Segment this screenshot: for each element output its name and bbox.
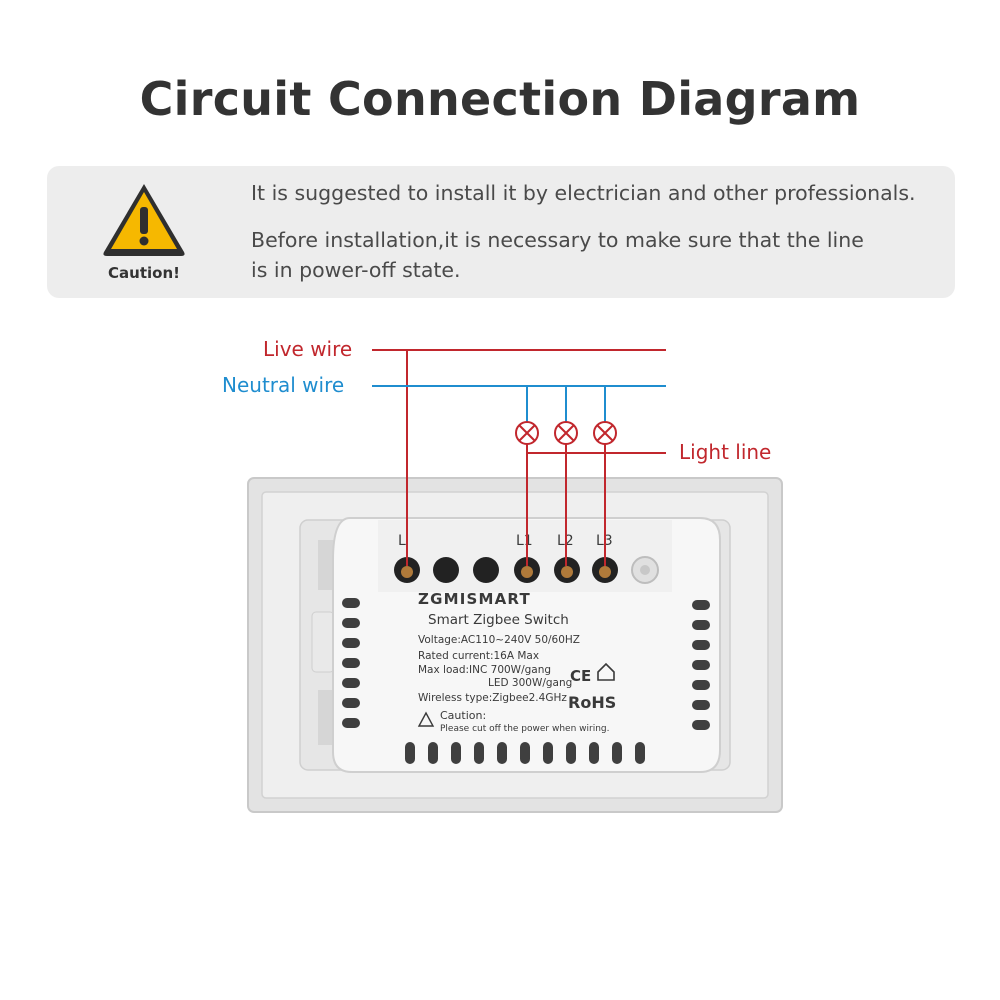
lamp-icon [554, 421, 578, 445]
caution-message-1: It is suggested to install it by electri… [251, 181, 916, 205]
device-caution-text: Please cut off the power when wiring. [440, 724, 610, 734]
live-wire-label: Live wire [263, 337, 353, 361]
device-max-load-2: LED 300W/gang [488, 677, 572, 689]
terminal-label-l: L [398, 533, 406, 549]
small-warning-icon [417, 711, 435, 727]
warning-triangle-icon [103, 184, 185, 256]
caution-message-2: Before installation,it is necessary to m… [251, 228, 864, 282]
caution-panel [47, 166, 955, 298]
terminal-block [394, 556, 659, 584]
light-line [526, 444, 666, 566]
caution-label: Caution! [108, 264, 180, 282]
device-voltage: Voltage:AC110~240V 50/60HZ [418, 634, 580, 646]
vent-slots [342, 598, 710, 764]
rohs-mark: RoHS [568, 693, 616, 712]
lamp-icon [515, 421, 539, 445]
neutral-wire-line [372, 385, 666, 422]
terminal-label-l1: L1 [516, 533, 533, 549]
brand-logo: ZGMISMART [418, 590, 531, 608]
device-current: Rated current:16A Max [418, 650, 539, 662]
lamp-icon [593, 421, 617, 445]
home-icon [597, 662, 615, 681]
page-title: Circuit Connection Diagram [139, 72, 861, 126]
device-max-load-1: Max load:INC 700W/gang [418, 664, 551, 676]
ce-mark: CE [570, 667, 591, 685]
device-caution-title: Caution: [440, 709, 486, 722]
device-name: Smart Zigbee Switch [428, 612, 569, 628]
neutral-wire-label: Neutral wire [222, 373, 345, 397]
light-line-label: Light line [679, 440, 772, 464]
device-wireless: Wireless type:Zigbee2.4GHz [418, 692, 567, 704]
